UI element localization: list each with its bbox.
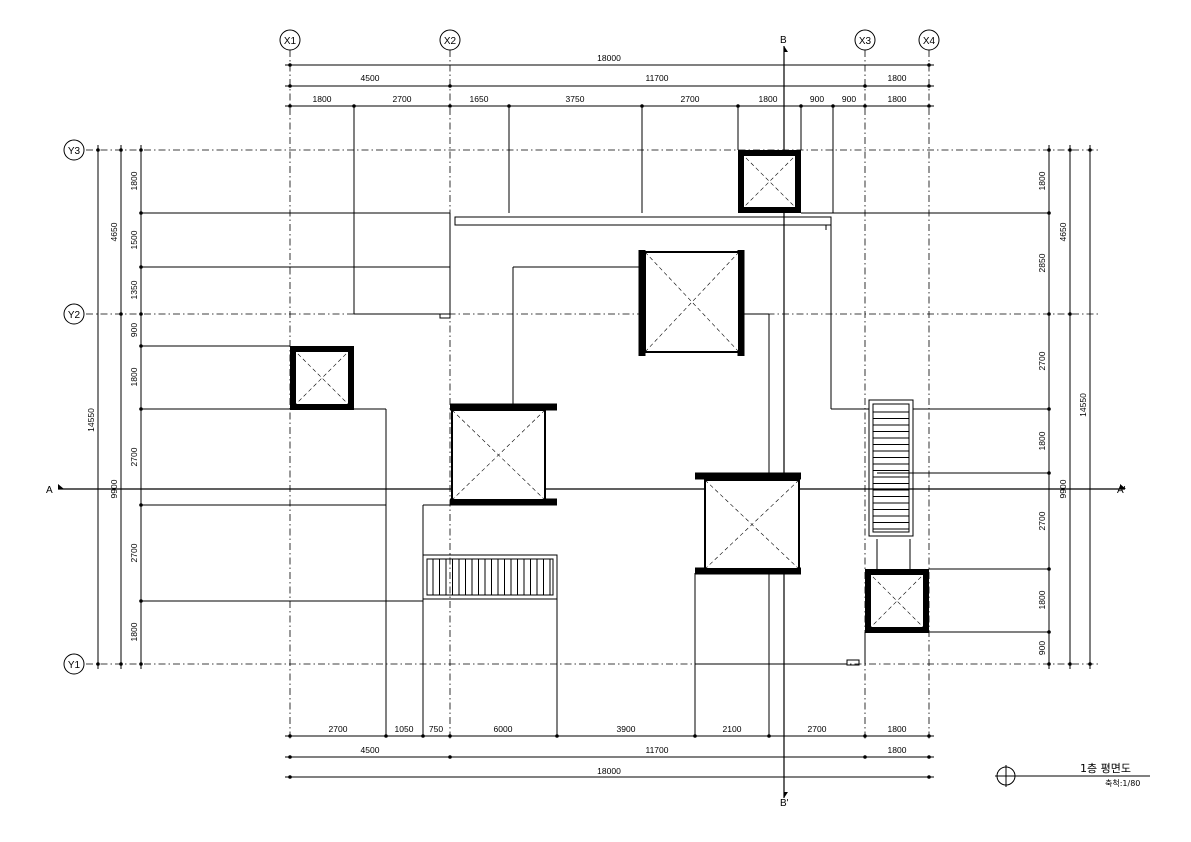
section-b-top-label: B	[780, 35, 787, 46]
dim-right-outer: 4650	[1058, 222, 1068, 241]
dim-top-row2: 1800	[888, 73, 907, 83]
grid-label-x1: X1	[284, 36, 297, 47]
grid-label-y3: Y3	[68, 146, 81, 157]
dim-bottom-row2: 1800	[888, 745, 907, 755]
section-a-right-label: A'	[1117, 485, 1126, 496]
dim-bottom-row1: 6000	[494, 724, 513, 734]
section-b-bottom-label: B'	[780, 798, 789, 809]
stair-horizontal	[422, 554, 558, 600]
column-top-right	[738, 150, 801, 213]
grid-label-y2: Y2	[68, 310, 81, 321]
dim-left-inner: 1800	[129, 171, 139, 190]
dim-top-row2: 11700	[645, 73, 668, 83]
dim-bottom-overall: 18000	[597, 766, 621, 776]
dim-right-inner: 2700	[1037, 351, 1047, 370]
dim-top-row2: 4500	[361, 73, 380, 83]
title-block: 1층 평면도 축척:1/80	[995, 762, 1150, 788]
grid-label-x2: X2	[444, 36, 457, 47]
dim-left-inner: 1500	[129, 230, 139, 249]
beams	[450, 250, 801, 575]
drawing-title: 1층 평면도	[1080, 762, 1131, 775]
slab-edge-strip	[454, 216, 832, 226]
dim-bottom-row1: 1800	[888, 724, 907, 734]
dim-bottom-row1: 3900	[617, 724, 636, 734]
dim-right-inner: 900	[1037, 641, 1047, 655]
dim-top-row3: 1650	[470, 94, 489, 104]
dim-bottom-row1: 1050	[395, 724, 414, 734]
dim-left-inner: 2700	[129, 447, 139, 466]
dim-left-inner: 2700	[129, 543, 139, 562]
stair-vertical	[868, 399, 914, 537]
dim-bottom-row2: 11700	[645, 745, 668, 755]
dim-top-row3: 900	[842, 94, 856, 104]
opening-center-left	[451, 409, 546, 501]
dim-top-row3: 3750	[566, 94, 585, 104]
dim-left-overall: 14550	[86, 408, 96, 432]
section-a-left-label: A	[46, 485, 53, 496]
right-dimensions: 1800 2850 2700 1800 2700 1800 900 4650 9…	[1037, 145, 1092, 669]
dim-left-inner: 1350	[129, 280, 139, 299]
dim-bottom-row1: 750	[429, 724, 443, 734]
dim-right-inner: 2850	[1037, 253, 1047, 272]
dim-top-row3: 1800	[888, 94, 907, 104]
top-dimensions: 18000 4500 11700 1800 1800 2700 1650 375…	[285, 53, 934, 108]
dim-top-row3: 1800	[759, 94, 778, 104]
column-x1-y2	[290, 346, 354, 410]
dim-right-inner: 2700	[1037, 511, 1047, 530]
left-dimensions: 14550 4650 9900 1800 1500 1350 900 1800 …	[86, 145, 143, 669]
grid-bubble-y3: Y3	[63, 139, 85, 161]
dim-bottom-row1: 2700	[329, 724, 348, 734]
dim-left-outer: 4650	[109, 222, 119, 241]
dim-right-inner: 1800	[1037, 590, 1047, 609]
grid-bubble-x4: X4	[918, 29, 940, 51]
opening-center-top	[644, 251, 740, 353]
dim-top-row3: 1800	[313, 94, 332, 104]
bottom-dimensions: 2700 1050 750 6000 3900 2100 2700 1800 4…	[285, 724, 934, 779]
dim-top-row3: 2700	[393, 94, 412, 104]
dim-bottom-row2: 4500	[361, 745, 380, 755]
grid-label-x3: X3	[859, 36, 872, 47]
dim-bottom-row1: 2700	[808, 724, 827, 734]
opening-center-right	[704, 479, 800, 570]
dim-top-row3: 2700	[681, 94, 700, 104]
section-line-a: A A'	[46, 484, 1126, 496]
dim-bottom-row1: 2100	[723, 724, 742, 734]
dim-left-outer: 9900	[109, 479, 119, 498]
grid-bubble-x3: X3	[854, 29, 876, 51]
dim-top-row3: 900	[810, 94, 824, 104]
grid-label-y1: Y1	[68, 660, 81, 671]
dim-right-outer: 9900	[1058, 479, 1068, 498]
grid-label-x4: X4	[923, 36, 936, 47]
wall-outlines	[354, 213, 911, 666]
dim-left-inner: 1800	[129, 622, 139, 641]
column-x3-bottom	[865, 569, 929, 633]
dim-left-inner: 1800	[129, 367, 139, 386]
dim-left-inner: 900	[129, 323, 139, 337]
dim-right-inner: 1800	[1037, 171, 1047, 190]
dim-right-inner: 1800	[1037, 431, 1047, 450]
drawing-scale: 축척:1/80	[1105, 779, 1140, 788]
grid-lines	[86, 50, 1100, 740]
grid-bubble-y1: Y1	[63, 653, 85, 675]
grid-bubble-x1: X1	[279, 29, 301, 51]
grid-bubble-y2: Y2	[63, 303, 85, 325]
grid-bubble-x2: X2	[439, 29, 461, 51]
dim-top-overall: 18000	[597, 53, 621, 63]
dim-right-overall: 14550	[1078, 393, 1088, 417]
